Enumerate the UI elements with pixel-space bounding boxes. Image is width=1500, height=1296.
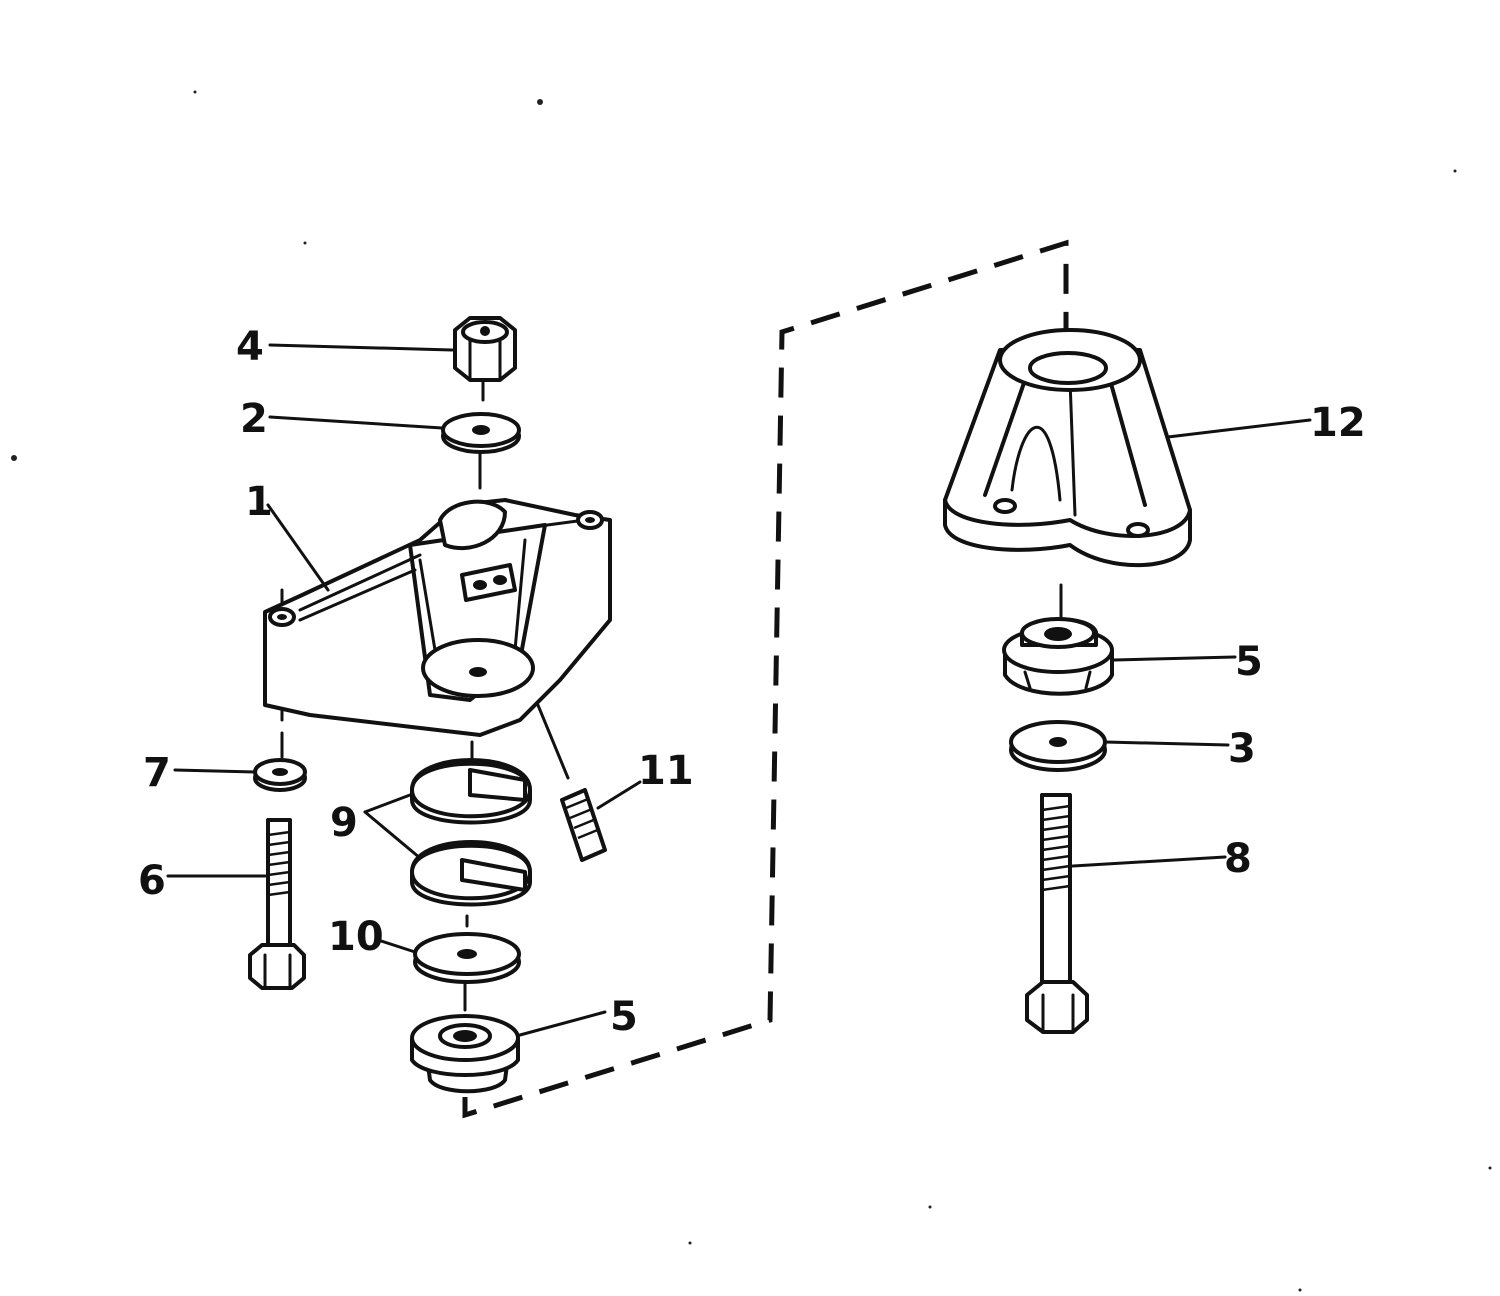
rubber-cushion-part-5-left xyxy=(410,1014,520,1094)
mount-housing-part-12 xyxy=(943,328,1192,568)
callout-10: 10 xyxy=(328,914,384,960)
assembly-dashed-line xyxy=(462,239,1069,1119)
callout-12: 12 xyxy=(1310,400,1366,446)
callout-2: 2 xyxy=(240,396,268,442)
callout-6: 8 xyxy=(1224,836,1252,882)
callout-7: 6 xyxy=(138,858,166,904)
callout-11: 11 xyxy=(638,748,694,794)
scan-specks xyxy=(11,90,1492,1292)
shims-part-9 xyxy=(410,758,532,907)
callout-9: 9 xyxy=(330,800,358,846)
callout-3: 3 xyxy=(1228,726,1256,772)
bolt-part-6 xyxy=(1025,793,1089,1034)
callout-5-left: 5 xyxy=(610,994,638,1040)
callout-labels: 4 2 1 7 9 11 6 10 5 12 5 3 8 xyxy=(138,324,1366,1040)
leader-lines xyxy=(166,343,1312,1037)
callout-4: 4 xyxy=(236,324,264,370)
bolt-part-7 xyxy=(248,818,306,990)
washer-part-10 xyxy=(413,932,521,984)
callout-5-right: 5 xyxy=(1235,639,1263,685)
mount-bracket-part-1 xyxy=(263,498,612,737)
lock-nut-part-4 xyxy=(453,316,517,382)
callout-8: 7 xyxy=(143,750,171,796)
rubber-cushion-part-5-right xyxy=(1002,617,1114,696)
small-washer-part-8 xyxy=(253,758,307,792)
callout-1: 1 xyxy=(245,479,273,525)
washer-part-3 xyxy=(1009,720,1107,772)
washer-part-2 xyxy=(441,412,521,454)
set-screw-part-11 xyxy=(560,788,607,862)
